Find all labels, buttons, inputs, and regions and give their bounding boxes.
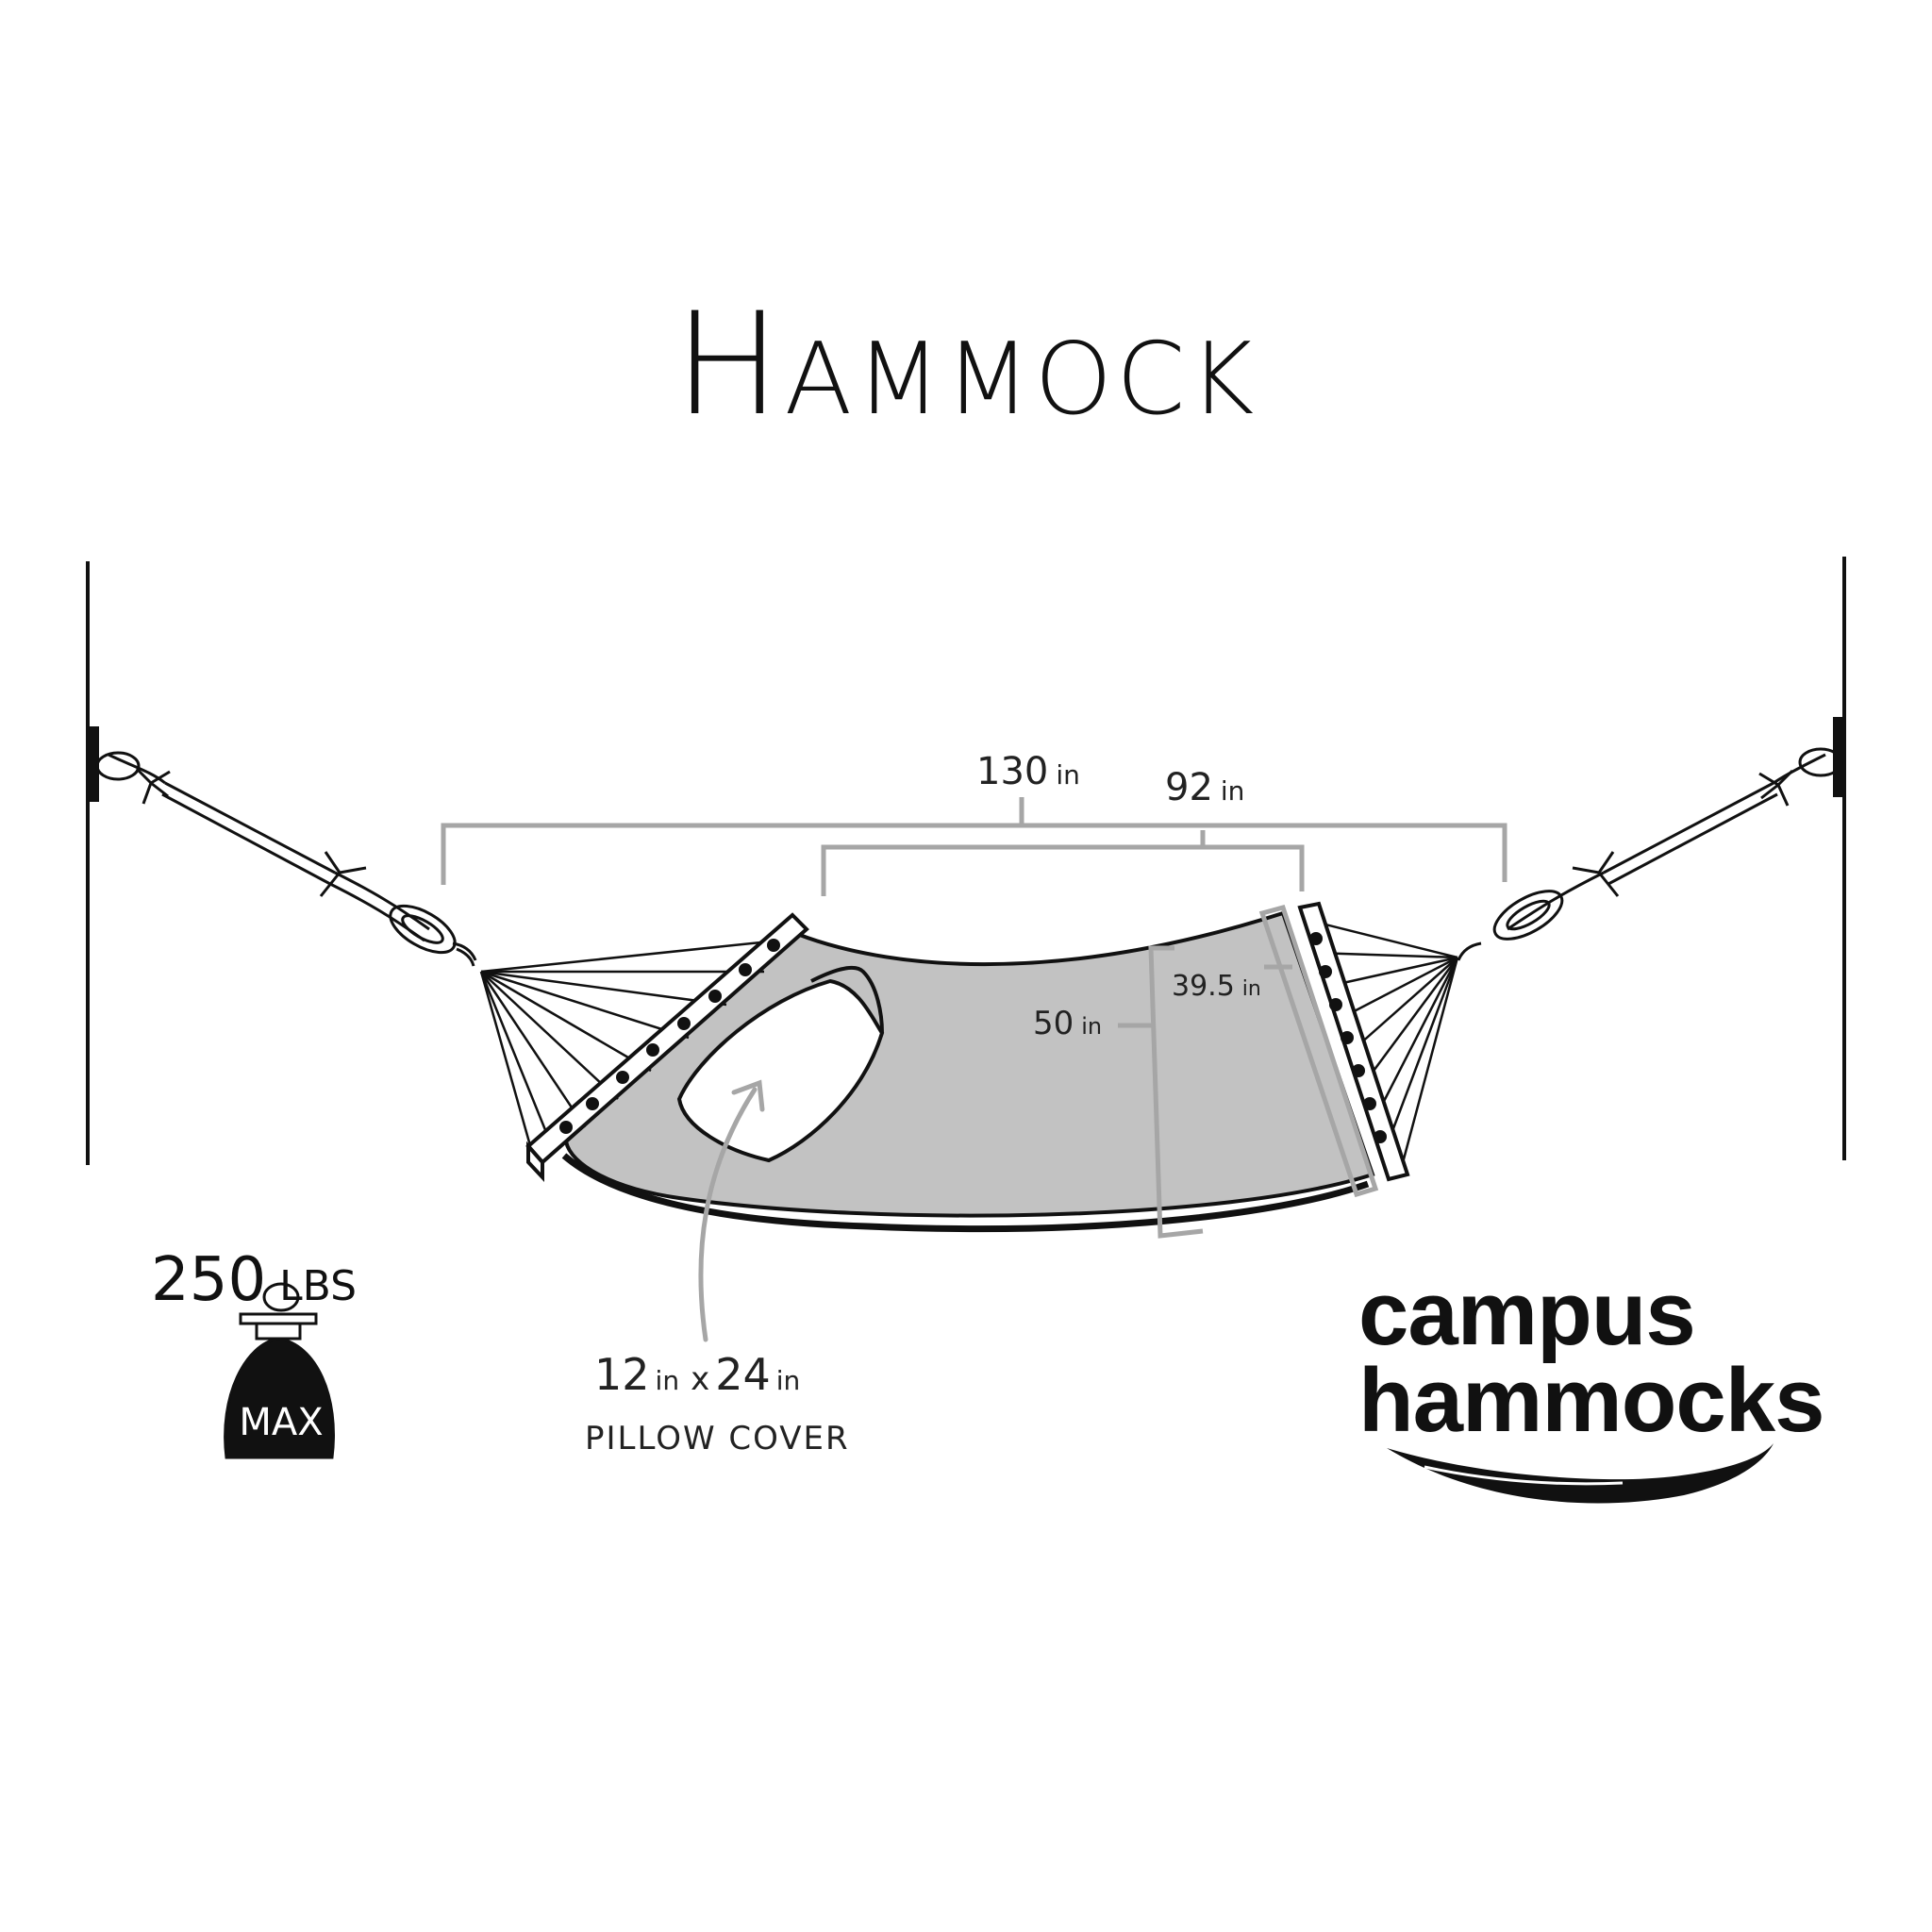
pillow-length-value: 24 [715, 1349, 771, 1400]
left-post-plate [88, 726, 99, 802]
pillow-caption: PILLOW COVER [585, 1420, 850, 1457]
overall-length-unit: in [1056, 759, 1080, 791]
brand-line-2: hammocks [1358, 1350, 1825, 1451]
weight-max-badge: MAX [239, 1401, 324, 1444]
hammock-fabric-edge [561, 1153, 1370, 1233]
pillow-size-separator: x [691, 1360, 710, 1398]
weight-icon [224, 1282, 335, 1459]
right-rope [1457, 747, 1843, 961]
left-rope [95, 751, 477, 967]
right-suspension-strings [1306, 918, 1459, 1171]
bed-width-label: 50 in [1033, 1005, 1102, 1042]
pillow [676, 965, 885, 1163]
spreader-bar-value: 39.5 [1172, 970, 1235, 1003]
pillow-arrow [698, 1079, 765, 1342]
weight-limit-value: 250 [151, 1245, 267, 1315]
brand-line-1: campus [1358, 1263, 1696, 1364]
bed-width-value: 50 [1033, 1005, 1074, 1042]
hammock-fabric [563, 910, 1375, 1218]
bed-length-unit: in [1220, 775, 1245, 807]
overall-length-value: 130 [976, 750, 1049, 793]
dimension-lines [441, 797, 1507, 1239]
right-spreader-bar [1297, 901, 1410, 1182]
left-spreader-bar [525, 912, 809, 1183]
left-suspension-strings [479, 937, 798, 1157]
brand-logo: campus hammocks [1358, 1263, 1825, 1451]
page-title: Hammock [674, 283, 1258, 447]
brand-logo-mark [1387, 1443, 1774, 1504]
bed-length-value: 92 [1165, 766, 1213, 809]
pillow-width-value: 12 [594, 1349, 650, 1400]
pillow-length-unit: in [775, 1365, 801, 1396]
spreader-bar-unit: in [1241, 977, 1261, 1001]
pillow-width-unit: in [655, 1365, 680, 1396]
bed-width-unit: in [1081, 1013, 1103, 1040]
weight-limit-unit: LBS [279, 1262, 358, 1310]
